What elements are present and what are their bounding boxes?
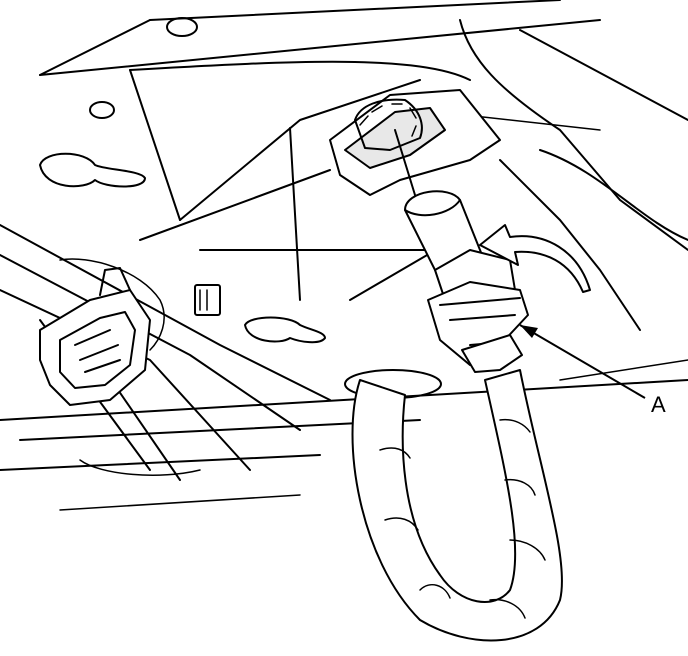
panel-holes: [39, 17, 442, 399]
body-panel: [0, 0, 688, 511]
rotation-arrow: [479, 224, 591, 293]
callout-leader: [519, 324, 646, 399]
left-clip-bracket: [0, 224, 331, 481]
wiring-harness: [351, 369, 563, 642]
sensor-boss: [329, 89, 501, 196]
connector-a: [427, 249, 529, 373]
callout-label-a: A: [651, 392, 666, 417]
